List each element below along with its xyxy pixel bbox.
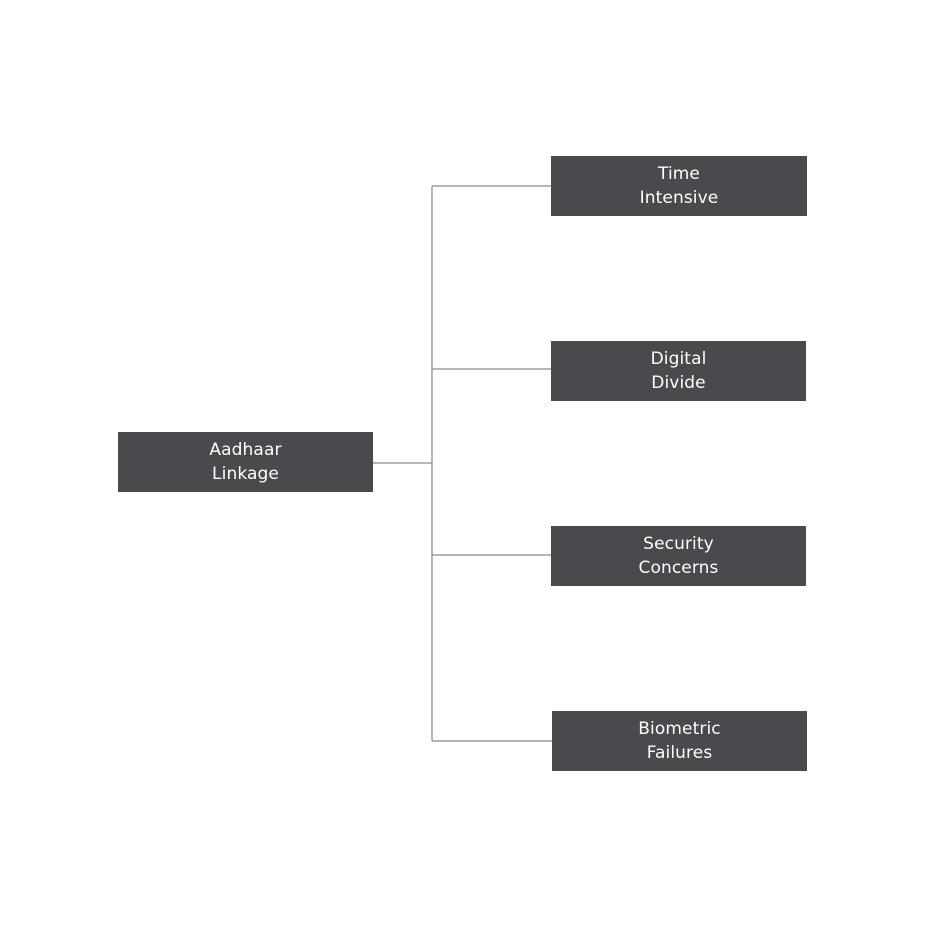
root-node: Aadhaar Linkage [118,432,373,492]
root-node-label: Aadhaar Linkage [209,440,282,484]
child-node-biometric-failures: Biometric Failures [552,711,807,771]
child-node-label: Digital Divide [650,349,707,393]
child-node-label: Biometric Failures [638,719,721,763]
child-node-label: Security Concerns [638,534,719,578]
child-node-digital-divide: Digital Divide [551,341,806,401]
child-node-time-intensive: Time Intensive [551,156,807,216]
child-node-label: Time Intensive [639,164,719,208]
child-node-security-concerns: Security Concerns [551,526,806,586]
